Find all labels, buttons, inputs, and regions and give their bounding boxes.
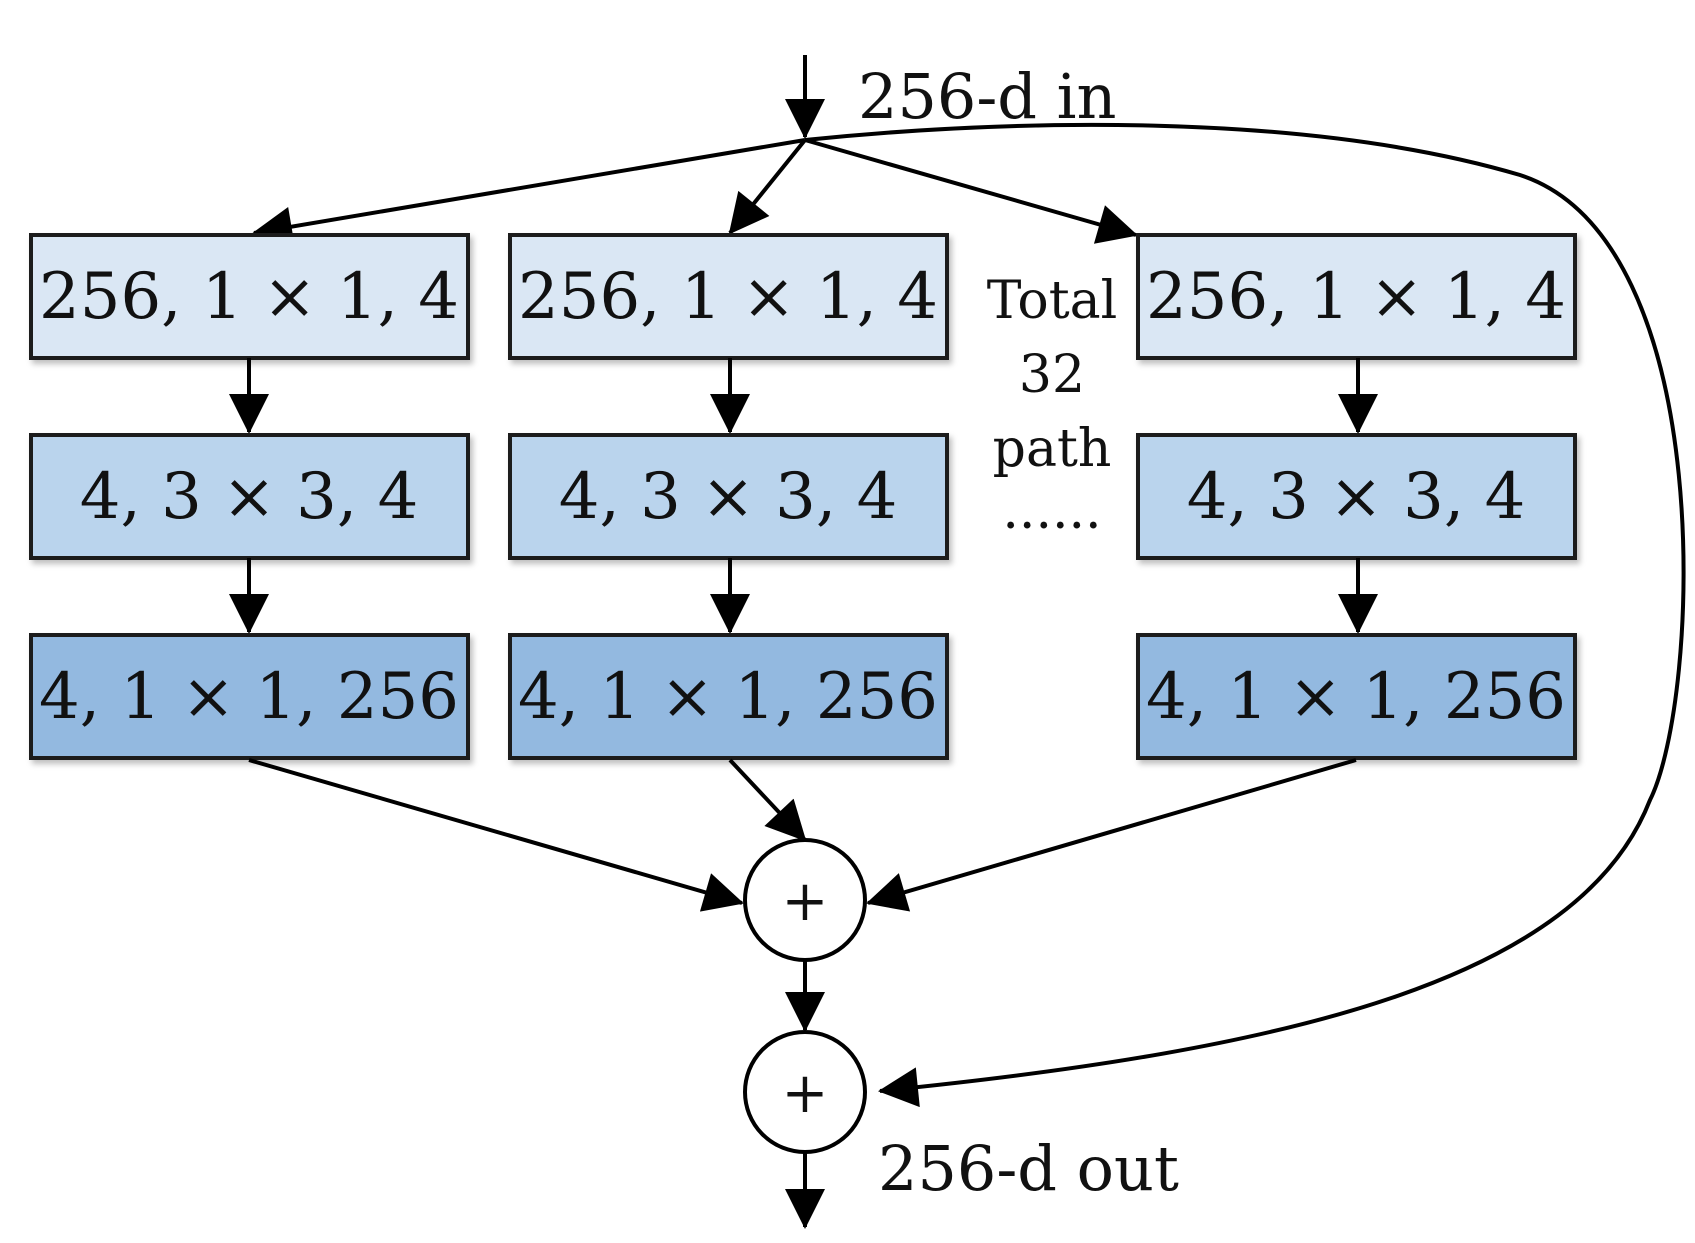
path-3-layer-2-label: 4, 3 × 3, 4 [1187,460,1526,534]
path-3-layer-1-label: 256, 1 × 1, 4 [1146,260,1566,334]
total-paths-note: Total 32 path ...... [987,271,1117,541]
path-2-layer-2-box [508,433,949,560]
path-3-layer-3-box [1136,633,1577,760]
total-note-line-1: Total [987,271,1117,331]
total-note-ellipsis: ...... [1002,481,1101,541]
path-1-layer-1-label: 256, 1 × 1, 4 [39,260,459,334]
path-3: 256, 1 × 1, 4 4, 3 × 3, 4 4, 1 × 1, 256 [1136,233,1577,760]
path-2-layer-3-label: 4, 1 × 1, 256 [518,660,938,734]
split-arrow-path-1 [252,138,806,247]
path-2: 256, 1 × 1, 4 4, 3 × 3, 4 4, 1 × 1, 256 [508,233,949,760]
path-2-layer-1-box [508,233,949,360]
merge-arrow-path-1 [248,758,744,912]
path-1-layer-3-box [29,633,470,760]
aggregation-sum-node: + [743,838,867,962]
path-2-layer-2-label: 4, 3 × 3, 4 [559,460,898,534]
path-1: 256, 1 × 1, 4 4, 3 × 3, 4 4, 1 × 1, 256 [29,233,470,760]
path-3-layer-2-box [1136,433,1577,560]
path-2-layer-3-box [508,633,949,760]
aggregation-sum-symbol: + [782,869,829,934]
path-1-layer-3-label: 4, 1 × 1, 256 [39,660,459,734]
input-label: 256-d in [858,60,1116,133]
split-arrow-path-3 [804,138,1138,244]
split-arrow-path-2 [728,138,807,235]
path-1-layer-2-box [29,433,470,560]
path-3-layer-1-box [1136,233,1577,360]
path-3-layer-3-label: 4, 1 × 1, 256 [1146,660,1566,734]
path-1-layer-1-box [29,233,470,360]
merge-arrow-path-3 [866,758,1357,912]
shortcut-connection [804,122,1686,1108]
merge-arrow-path-2 [728,758,807,842]
total-note-line-3: path [993,419,1112,479]
total-note-line-2: 32 [1019,345,1085,405]
path-1-layer-2-label: 4, 3 × 3, 4 [80,460,419,534]
path-2-layer-1-label: 256, 1 × 1, 4 [518,260,938,334]
shortcut-sum-node: + [743,1030,867,1154]
output-label: 256-d out [878,1132,1179,1205]
shortcut-sum-symbol: + [782,1061,829,1126]
